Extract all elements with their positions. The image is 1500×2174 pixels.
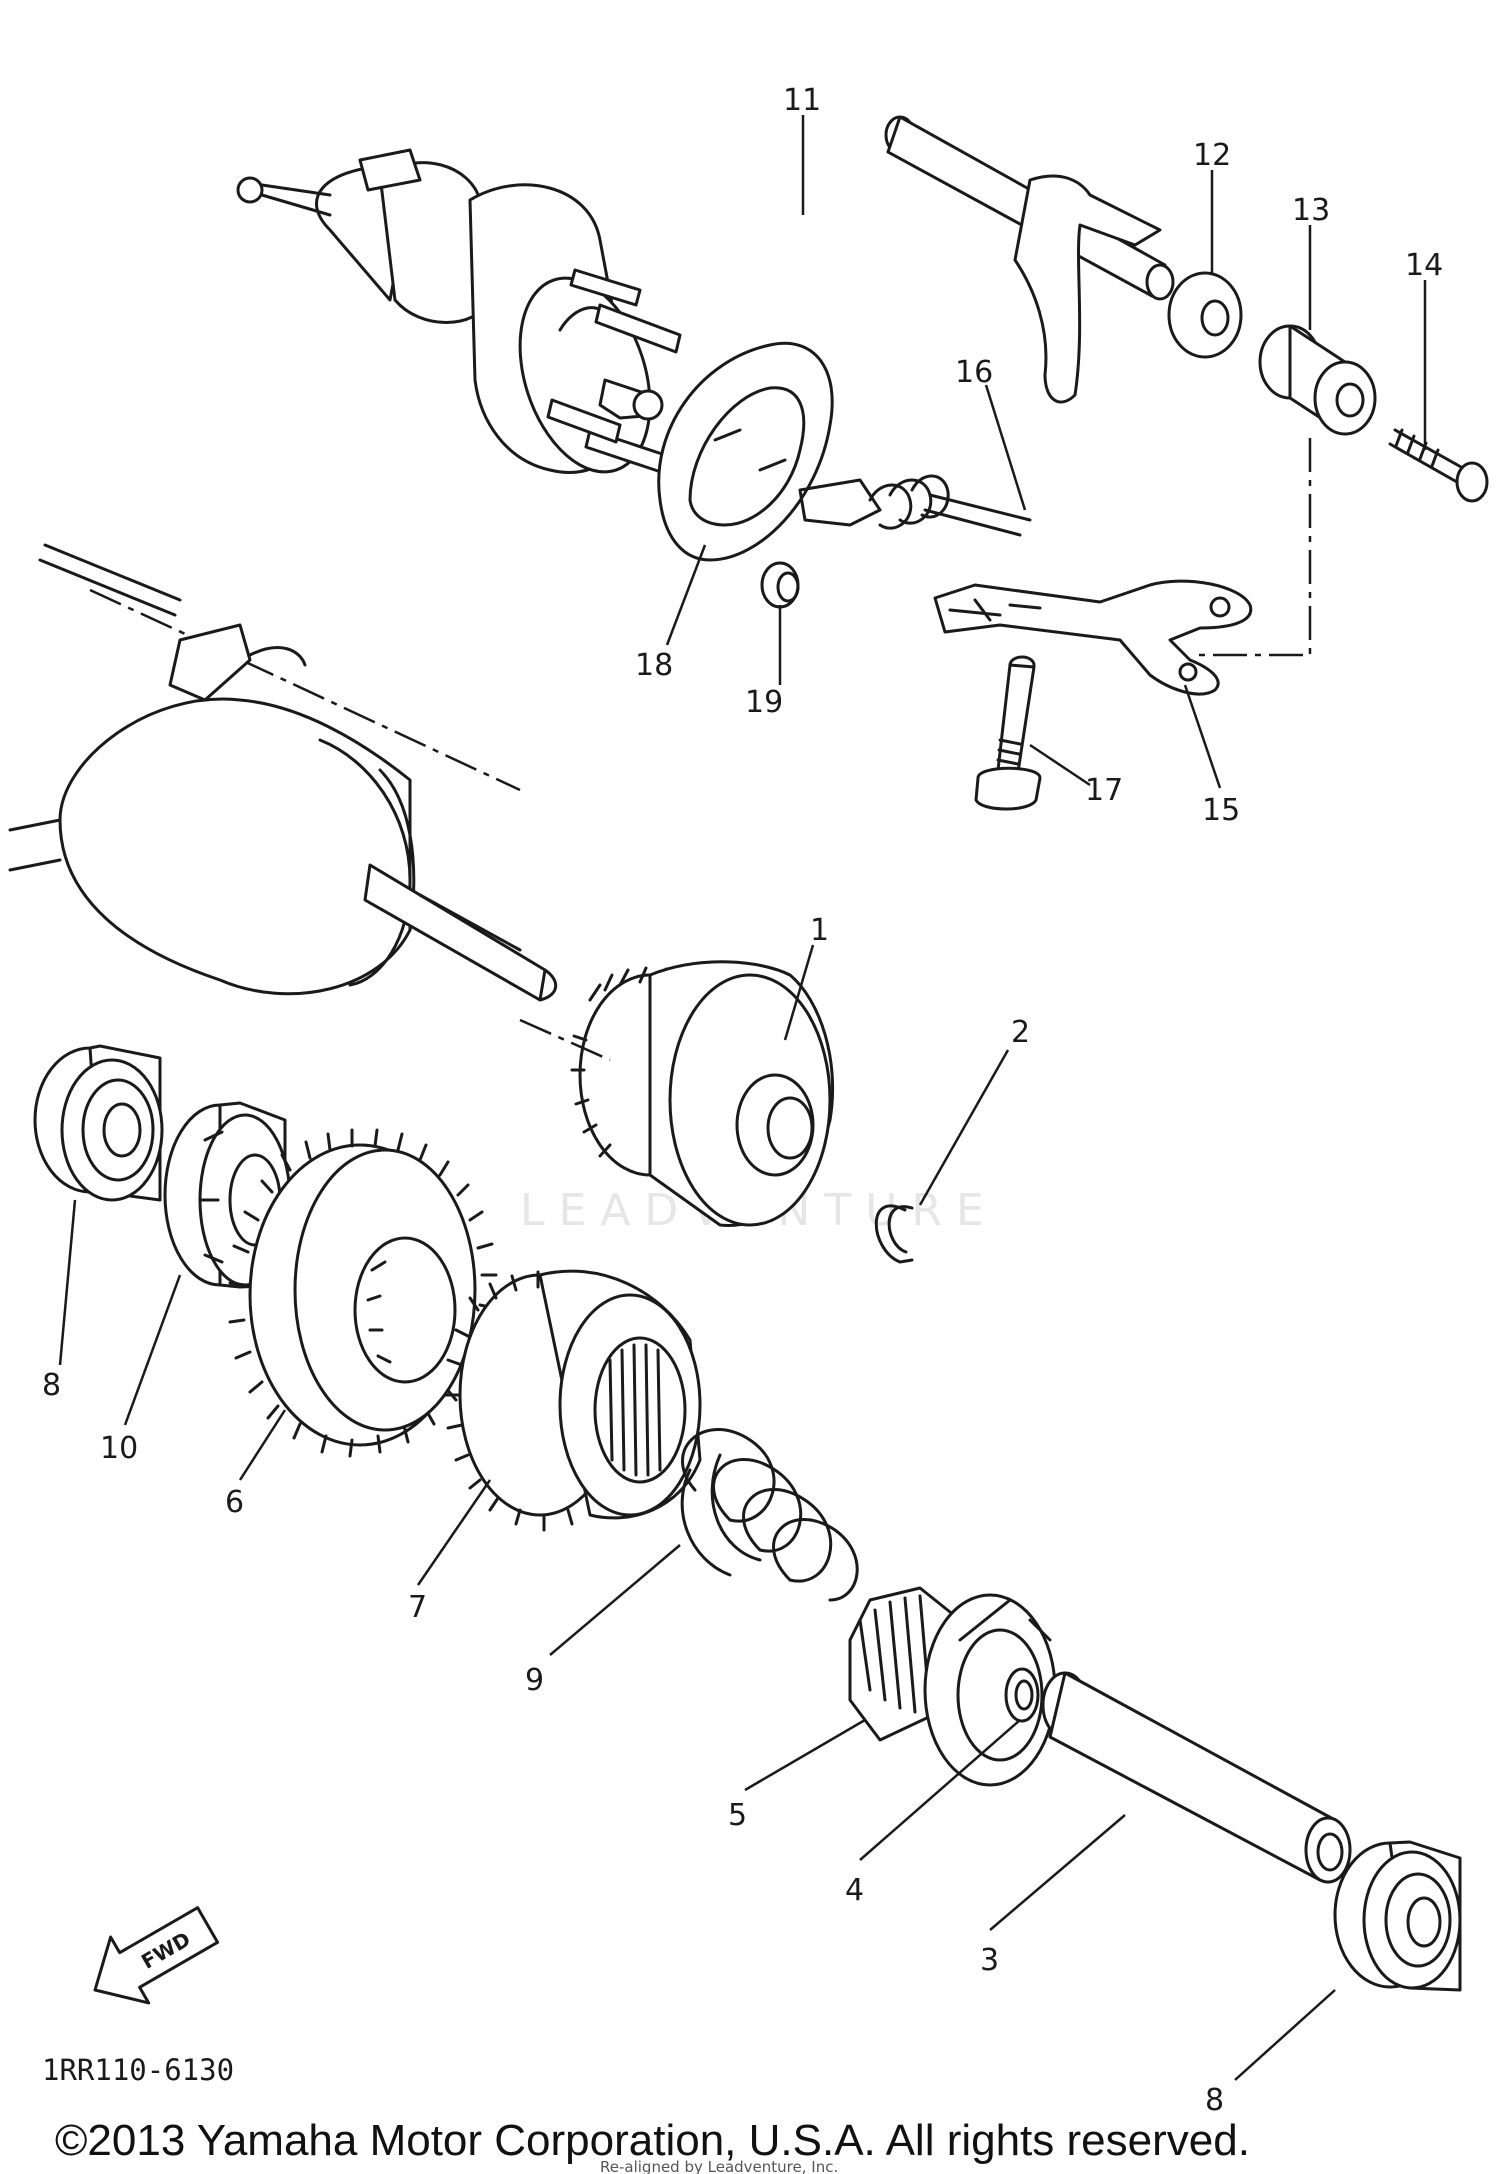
part-7-clutch-gear xyxy=(444,1269,702,1532)
label-part-17: 17 xyxy=(1085,773,1123,808)
alignment-line-shaft xyxy=(519,1018,611,1062)
label-part-8-right: 8 xyxy=(1205,2083,1224,2118)
credit-text: Re-aligned by Leadventure, Inc. xyxy=(600,2158,838,2174)
label-part-11: 11 xyxy=(783,83,821,118)
part-11-shift-shaft xyxy=(884,115,1175,404)
part-15-lever xyxy=(933,579,1253,696)
part-5-clutch-hub xyxy=(848,1586,1057,1787)
label-part-2: 2 xyxy=(1011,1015,1030,1050)
starter-motor xyxy=(8,543,558,1002)
part-9-spring xyxy=(680,1428,859,1602)
label-part-4: 4 xyxy=(845,1873,864,1908)
part-12-washer xyxy=(1167,271,1243,359)
label-part-9: 9 xyxy=(525,1663,544,1698)
part-2-circlip xyxy=(874,1204,914,1264)
part-3-shaft xyxy=(1041,1671,1352,1884)
part-16-spring xyxy=(798,474,1032,537)
starter-solenoid xyxy=(236,148,682,474)
part-13-collar xyxy=(1258,324,1377,436)
label-part-13: 13 xyxy=(1292,193,1330,228)
part-17-bolt xyxy=(974,655,1042,811)
part-14-screw xyxy=(1388,428,1489,503)
fwd-arrow-icon: FWD xyxy=(93,1906,220,2005)
label-part-5: 5 xyxy=(728,1798,747,1833)
part-1-starter-clutch xyxy=(570,960,835,1228)
label-part-3: 3 xyxy=(980,1943,999,1978)
label-part-18: 18 xyxy=(635,648,673,683)
part-18-plate xyxy=(657,341,834,562)
label-part-1: 1 xyxy=(810,913,829,948)
label-part-12: 12 xyxy=(1193,138,1231,173)
label-part-7: 7 xyxy=(408,1590,427,1625)
part-labels: 2 1 3 4 5 6 7 8 8 9 10 11 12 13 14 15 16… xyxy=(42,83,1443,2118)
label-part-6: 6 xyxy=(225,1485,244,1520)
alignment-line-lever xyxy=(1195,438,1312,657)
label-part-10: 10 xyxy=(100,1431,138,1466)
label-part-19: 19 xyxy=(745,685,783,720)
part-8-bearing-left xyxy=(33,1044,164,1202)
copyright-text: ©2013 Yamaha Motor Corporation, U.S.A. A… xyxy=(55,2116,1250,2165)
part-4-washer xyxy=(1004,1667,1040,1723)
leader-lines xyxy=(58,115,1427,2081)
catalog-code: 1RR110-6130 xyxy=(42,2053,234,2087)
part-8-bearing-right xyxy=(1333,1840,1462,1992)
label-part-16: 16 xyxy=(955,355,993,390)
label-part-8-left: 8 xyxy=(42,1368,61,1403)
part-6-idler-gear xyxy=(228,1128,498,1458)
label-part-15: 15 xyxy=(1202,793,1240,828)
label-part-14: 14 xyxy=(1405,248,1443,283)
part-19-nut xyxy=(760,561,800,609)
